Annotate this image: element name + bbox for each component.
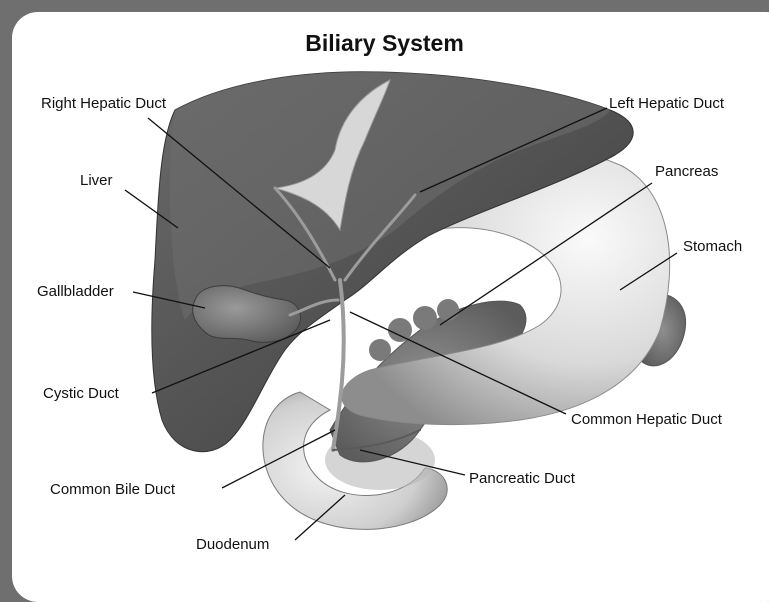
label-gallbladder: Gallbladder [37, 283, 114, 300]
label-common-bile-duct: Common Bile Duct [50, 481, 175, 498]
label-pancreas: Pancreas [655, 163, 718, 180]
label-liver: Liver [80, 172, 113, 189]
diagram-title: Biliary System [0, 30, 769, 57]
label-right-hepatic-duct: Right Hepatic Duct [41, 95, 166, 112]
label-pancreatic-duct: Pancreatic Duct [469, 470, 575, 487]
label-duodenum: Duodenum [196, 536, 269, 553]
label-common-hepatic-duct: Common Hepatic Duct [571, 411, 722, 428]
label-left-hepatic-duct: Left Hepatic Duct [609, 95, 724, 112]
label-cystic-duct: Cystic Duct [43, 385, 119, 402]
label-stomach: Stomach [683, 238, 742, 255]
